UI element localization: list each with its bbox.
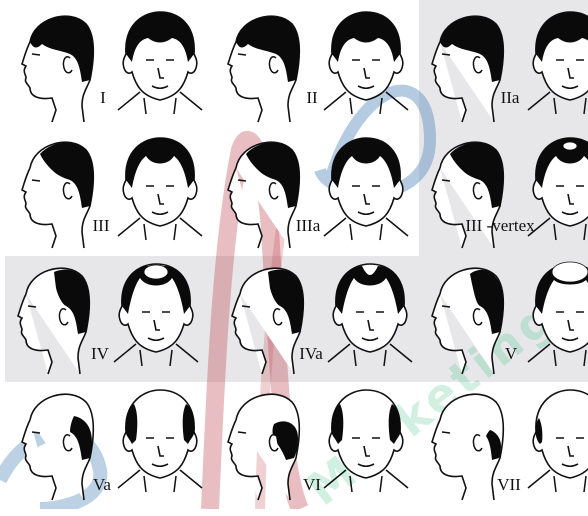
front-view-head — [324, 390, 408, 492]
stage-2-label: II — [306, 88, 317, 108]
stage-3v-illustration — [422, 136, 588, 261]
front-view-head — [528, 138, 588, 240]
stage-3a-label: IIIa — [296, 216, 321, 236]
stage-5a-illustration — [12, 388, 212, 513]
stage-4-illustration — [8, 262, 208, 387]
stage-3v-label: III -vertex — [465, 216, 534, 236]
stage-7-label: VII — [497, 475, 521, 495]
stage-3-illustration — [12, 136, 212, 261]
stage-4a-illustration — [222, 262, 422, 387]
front-view-head — [528, 262, 588, 366]
front-view-head — [114, 264, 198, 366]
side-profile-head — [228, 16, 299, 122]
side-profile-head — [22, 394, 93, 500]
front-view-head — [528, 390, 588, 492]
vertex-bald-spot — [563, 142, 577, 150]
front-view-head — [328, 264, 412, 366]
front-view-head — [324, 12, 408, 114]
stage-2a-label: IIa — [501, 88, 520, 108]
stage-5a-label: Va — [93, 475, 111, 495]
stage-5-label: V — [505, 344, 517, 364]
front-view-head — [118, 390, 202, 492]
stage-1-illustration — [12, 10, 212, 135]
front-view-head — [528, 12, 588, 114]
side-profile-head — [232, 268, 304, 374]
front-view-head — [324, 138, 408, 240]
side-profile-head — [432, 16, 503, 122]
stage-2-illustration — [218, 10, 418, 135]
stage-1-label: I — [100, 88, 106, 108]
side-profile-head — [18, 268, 90, 374]
front-view-head — [118, 12, 202, 114]
stage-4a-label: IVa — [299, 344, 323, 364]
side-profile-head — [22, 16, 93, 122]
side-profile-head — [228, 394, 299, 500]
side-profile-head — [228, 142, 300, 248]
stage-5-illustration — [422, 262, 588, 387]
side-profile-head — [22, 142, 94, 248]
stage-6-label: VI — [303, 475, 321, 495]
side-profile-head — [432, 268, 504, 374]
stage-4-label: IV — [91, 344, 109, 364]
stage-2a-illustration — [422, 10, 588, 135]
stage-3-label: III — [93, 216, 110, 236]
front-view-head — [118, 138, 202, 240]
stage-3a-illustration — [218, 136, 418, 261]
vertex-bald-spot — [552, 262, 588, 282]
vertex-bald-spot — [144, 265, 168, 279]
side-profile-head — [432, 394, 503, 500]
